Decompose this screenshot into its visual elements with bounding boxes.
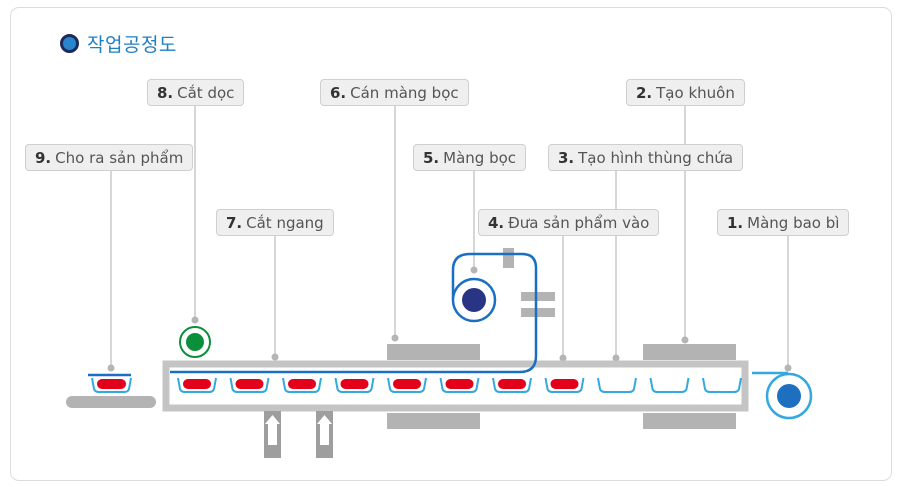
empty-container (597, 377, 637, 393)
step-text: Màng bọc (443, 149, 517, 167)
container-tray (649, 377, 690, 393)
step-number: 2. (636, 84, 653, 102)
empty-container (649, 377, 690, 393)
container-tray (492, 377, 532, 393)
step-label-8: 8.Cắt dọc (147, 79, 245, 106)
step-number: 1. (727, 214, 744, 232)
filled-container (282, 377, 322, 393)
leader-dots (107, 266, 792, 372)
step-text: Tạo hình thùng chứa (578, 149, 734, 167)
filled-container (177, 377, 217, 393)
container-tray (387, 377, 427, 393)
product (550, 379, 579, 389)
container-tray (282, 377, 322, 393)
step-label-2: 2.Tạo khuôn (626, 79, 745, 106)
seal-press-bottom (387, 413, 480, 429)
mold-press-bottom (643, 413, 736, 429)
container-tray (439, 377, 480, 393)
step-number: 4. (488, 214, 505, 232)
container-tray (702, 377, 742, 393)
step-label-5: 5.Màng bọc (413, 144, 527, 171)
product (498, 379, 526, 389)
cover-film-roll-core (462, 288, 486, 312)
mold-press-top (643, 344, 736, 360)
product (445, 379, 474, 389)
step-label-9: 9.Cho ra sản phẩm (25, 144, 194, 171)
step-label-7: 7.Cắt ngang (216, 209, 334, 236)
container-tray (334, 377, 375, 393)
product (393, 379, 421, 389)
output-product (97, 379, 126, 389)
step-text: Cắt ngang (246, 214, 324, 232)
filled-container (544, 377, 585, 393)
cutter-core (186, 333, 204, 351)
seal-press-top (387, 344, 480, 360)
step-label-3: 3.Tạo hình thùng chứa (548, 144, 744, 171)
container-tray (229, 377, 270, 393)
film-guide-block (503, 248, 514, 268)
film-tension-block-bottom (521, 308, 555, 317)
product (288, 379, 316, 389)
cover-film-path (170, 252, 538, 374)
step-number: 7. (226, 214, 243, 232)
transverse-cutter-arrow-2 (316, 411, 333, 458)
conveyor-containers (177, 377, 742, 393)
product (235, 379, 264, 389)
conveyor-frame (162, 360, 749, 412)
step-number: 3. (558, 149, 575, 167)
product (183, 379, 211, 389)
product (340, 379, 369, 389)
step-text: Tạo khuôn (656, 84, 735, 102)
step-text: Cán màng bọc (350, 84, 459, 102)
step-label-6: 6.Cán màng bọc (320, 79, 469, 106)
step-text: Cắt dọc (177, 84, 235, 102)
filled-container (229, 377, 270, 393)
transverse-cutter-arrow-1 (264, 411, 281, 458)
step-label-1: 1.Màng bao bì (717, 209, 850, 236)
output-tray (66, 396, 156, 408)
container-tray (597, 377, 637, 393)
step-number: 5. (423, 149, 440, 167)
step-text: Màng bao bì (747, 214, 840, 232)
empty-container (702, 377, 742, 393)
step-number: 9. (35, 149, 52, 167)
step-text: Cho ra sản phẩm (55, 149, 184, 167)
bullet-icon (60, 34, 79, 53)
output-container (91, 377, 132, 393)
container-tray (544, 377, 585, 393)
step-text: Đưa sản phẩm vào (508, 214, 650, 232)
film-tension-block-top (521, 292, 555, 301)
filled-container (492, 377, 532, 393)
filled-container (334, 377, 375, 393)
container-tray (177, 377, 217, 393)
page-title-text: 작업공정도 (87, 34, 177, 56)
step-label-4: 4.Đưa sản phẩm vào (478, 209, 660, 236)
page-title: 작업공정도 (60, 30, 177, 57)
filled-container (387, 377, 427, 393)
step-number: 6. (330, 84, 347, 102)
packaging-film-roll-core (777, 384, 801, 408)
step-number: 8. (157, 84, 174, 102)
filled-container (439, 377, 480, 393)
